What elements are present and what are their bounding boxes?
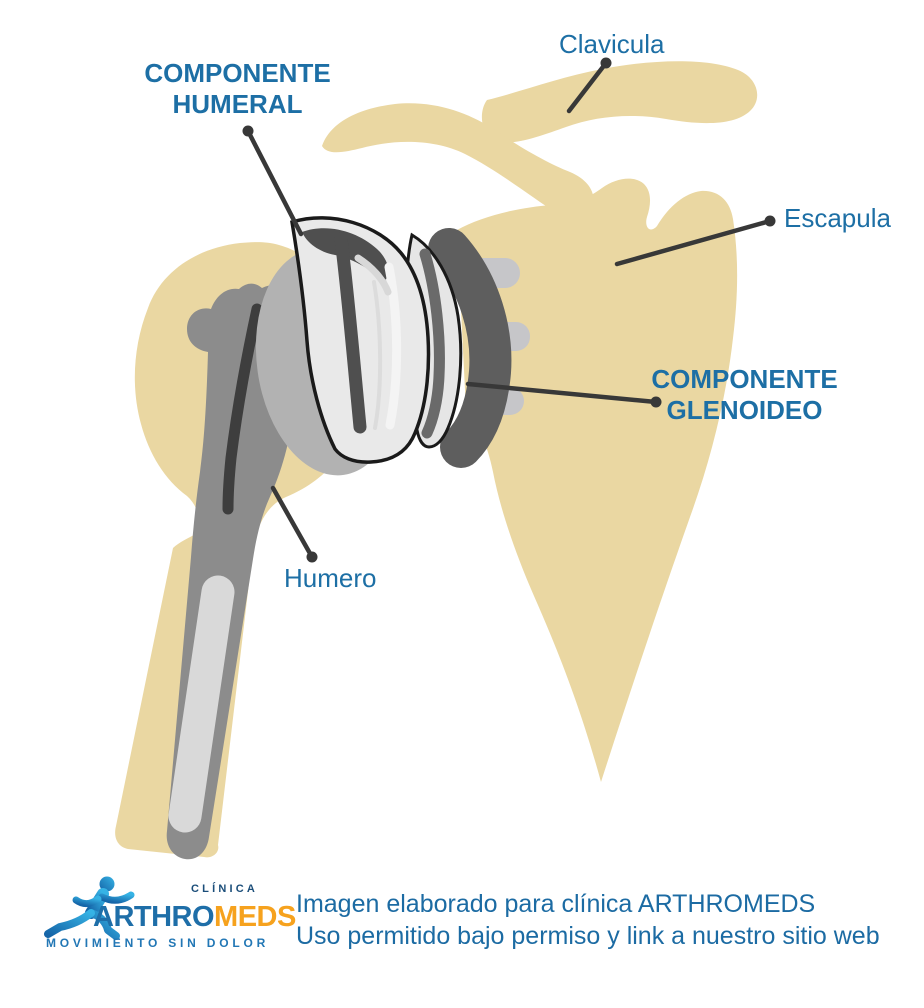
label-escapula: Escapula bbox=[784, 203, 891, 233]
leader-escapula bbox=[614, 218, 773, 267]
runner-head bbox=[99, 876, 115, 892]
logo-clinica-text: CLÍNICA bbox=[191, 883, 259, 895]
humeral-head-shadow-streak bbox=[334, 232, 367, 434]
label-componente-humeral: COMPONENTE HUMERAL bbox=[115, 58, 360, 120]
logo-brand-arthro: ARTHRO bbox=[93, 901, 215, 933]
runner-back-leg bbox=[44, 909, 95, 938]
runner-front-arm bbox=[98, 891, 135, 904]
runner-icon bbox=[44, 876, 135, 940]
leader-dot bbox=[600, 57, 612, 69]
glenoid-liner-groove bbox=[419, 248, 445, 439]
label-line: GLENOIDEO bbox=[666, 395, 823, 425]
humeral-stem-fin bbox=[222, 303, 263, 515]
caption-line-1: Imagen elaborado para clínica ARTHROMEDS bbox=[296, 890, 816, 918]
leader-componente-humeral bbox=[245, 128, 304, 237]
label-clavicula: Clavicula bbox=[559, 29, 665, 59]
anatomy-illustration bbox=[115, 57, 776, 860]
label-componente-glenoideo: COMPONENTE GLENOIDEO bbox=[622, 364, 867, 426]
leader-dot bbox=[764, 215, 776, 227]
humeral-head-highlight bbox=[354, 254, 392, 296]
label-line: COMPONENTE bbox=[651, 364, 838, 394]
leader-clavicula bbox=[566, 60, 609, 114]
image-credit-caption: Imagen elaborado para clínica ARTHROMEDS… bbox=[296, 888, 880, 952]
clavicle-bone-shape bbox=[481, 61, 758, 143]
label-line: COMPONENTE bbox=[144, 58, 331, 88]
leader-componente-glenoideo bbox=[465, 381, 659, 405]
logo-brand-meds: MEDS bbox=[214, 901, 296, 933]
logo-tagline-text: MOVIMIENTO SIN DOLOR bbox=[46, 936, 270, 950]
glenoid-backing-shape bbox=[428, 228, 512, 468]
leader-dot bbox=[306, 551, 318, 563]
caption-line-2: Uso permitido bajo permiso y link a nues… bbox=[296, 922, 880, 950]
humeral-stem-core bbox=[168, 575, 235, 833]
leader-dot bbox=[242, 125, 254, 137]
acromion-bone-shape bbox=[322, 103, 594, 219]
humeral-head-highlight bbox=[372, 280, 383, 430]
logo-brand-text: ARTHROMEDS bbox=[93, 901, 296, 934]
leader-humero bbox=[270, 485, 315, 560]
humeral-head-highlight bbox=[384, 262, 402, 430]
leader-lines bbox=[242, 57, 776, 563]
label-humero: Humero bbox=[284, 563, 377, 593]
runner-back-arm bbox=[72, 895, 102, 908]
leader-dot bbox=[650, 396, 662, 408]
label-line: HUMERAL bbox=[172, 89, 303, 119]
